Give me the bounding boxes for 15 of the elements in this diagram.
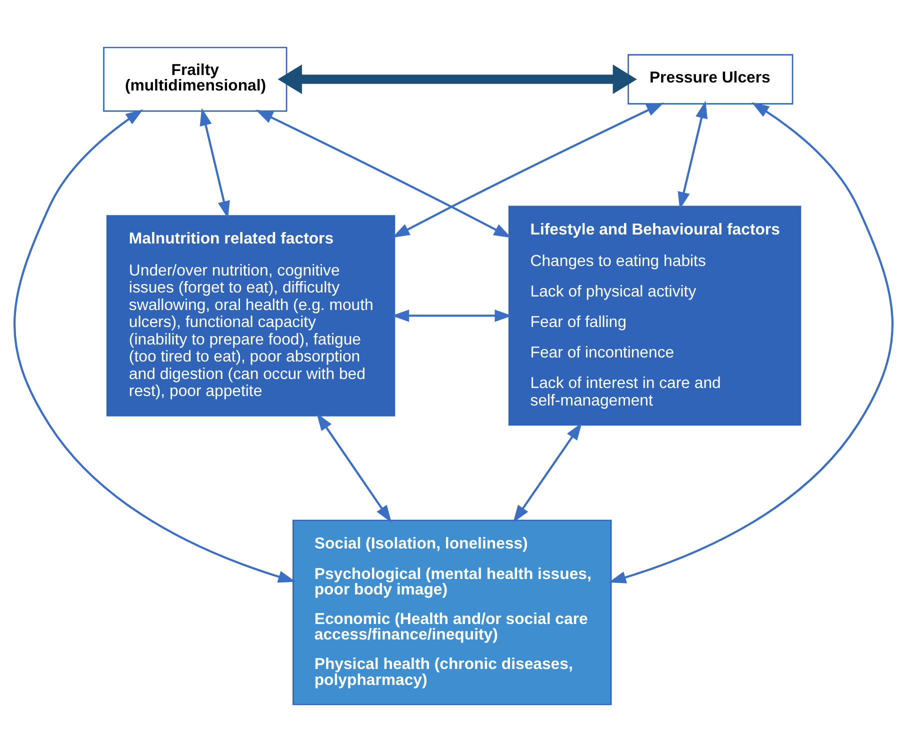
arrow <box>199 108 230 219</box>
arrow <box>277 64 636 94</box>
node-box: Frailty (multidimensional) <box>102 46 287 112</box>
node-box: Pressure Ulcers <box>627 54 793 104</box>
arrow <box>13 109 296 583</box>
node-box: Malnutrition related factors Under/over nutrition, cognitive issues (forget to eat), difficulty swallowing, oral health (e.g. mouth ulcers), functional capacity (inability to prepare food), fatigue (too tired to eat), poor absorption and digestion (can occur with bed rest), poor appetite <box>106 215 395 416</box>
node-box: Social (Isolation, loneliness) Psychological (mental health issues, poor body image) Economic (Health and/or social care access/finance/inequity) Physical health (chronic diseases, polypharmacy) <box>292 520 612 706</box>
arrow <box>316 413 392 523</box>
arrow <box>608 102 893 584</box>
arrow <box>512 422 582 523</box>
arrow <box>255 110 511 238</box>
arrow <box>391 310 512 322</box>
arrow <box>392 102 664 238</box>
arrow <box>677 100 708 210</box>
node-box: Lifestyle and Behavioural factors Changes to eating habits Lack of physical activity Fear of falling Fear of incontinence Lack of interest in care and self-management <box>508 206 801 426</box>
